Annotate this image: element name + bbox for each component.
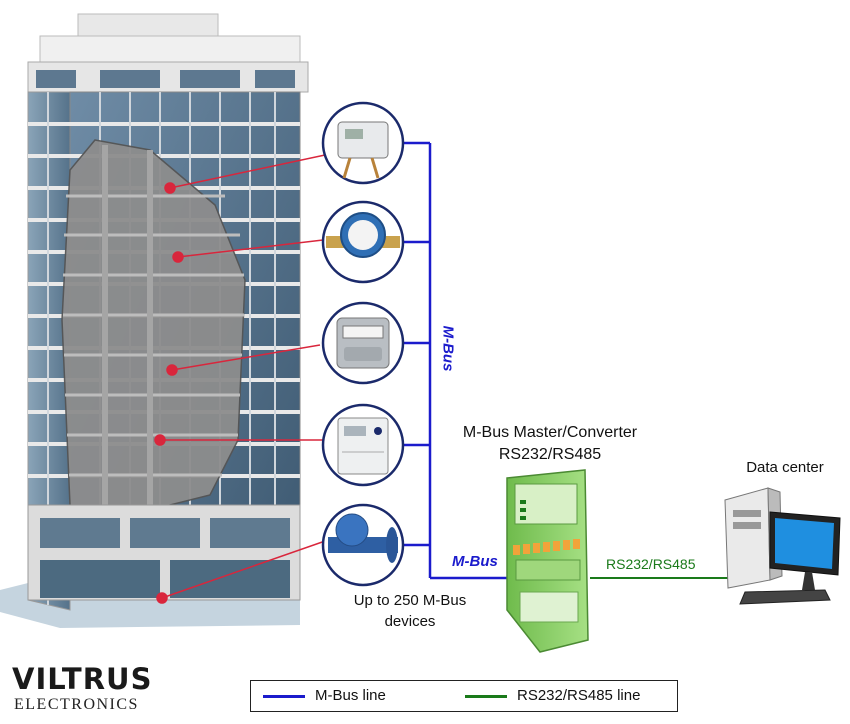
devices-count-label: Up to 250 M-Bus devices bbox=[353, 592, 467, 630]
legend-rs-label: RS232/RS485 line bbox=[517, 687, 641, 704]
large-water-meter-icon bbox=[321, 503, 405, 587]
electricity-meter-icon bbox=[321, 403, 405, 487]
gas-meter-icon bbox=[321, 301, 405, 385]
data-center-label: Data center bbox=[746, 459, 824, 476]
brand-subtitle: ELECTRONICS bbox=[14, 696, 139, 713]
heat-meter-icon bbox=[321, 101, 405, 185]
converter-label-line1: M-Bus Master/Converter bbox=[462, 424, 638, 441]
legend-mbus-label: M-Bus line bbox=[315, 687, 386, 704]
mbus-horizontal-label: M-Bus bbox=[452, 553, 498, 570]
water-meter-icon bbox=[321, 200, 405, 284]
brand-logo: VILTRUS bbox=[12, 662, 153, 696]
mbus-vertical-label: M-Bus bbox=[439, 325, 457, 372]
converter-label-line2: RS232/RS485 bbox=[498, 446, 602, 463]
device-location-pointers bbox=[154, 154, 329, 604]
legend-mbus-swatch bbox=[263, 695, 305, 698]
converter-label: M-Bus Master/Converter RS232/RS485 bbox=[440, 422, 660, 466]
mbus-bus-line bbox=[403, 141, 507, 580]
legend-rs-swatch bbox=[465, 695, 507, 698]
building-illustration bbox=[0, 13, 309, 628]
mbus-converter-device bbox=[506, 469, 589, 653]
rs-link-label: RS232/RS485 bbox=[606, 556, 696, 572]
data-center-computer-icon bbox=[724, 487, 841, 605]
legend: M-Bus line RS232/RS485 line bbox=[250, 680, 678, 712]
